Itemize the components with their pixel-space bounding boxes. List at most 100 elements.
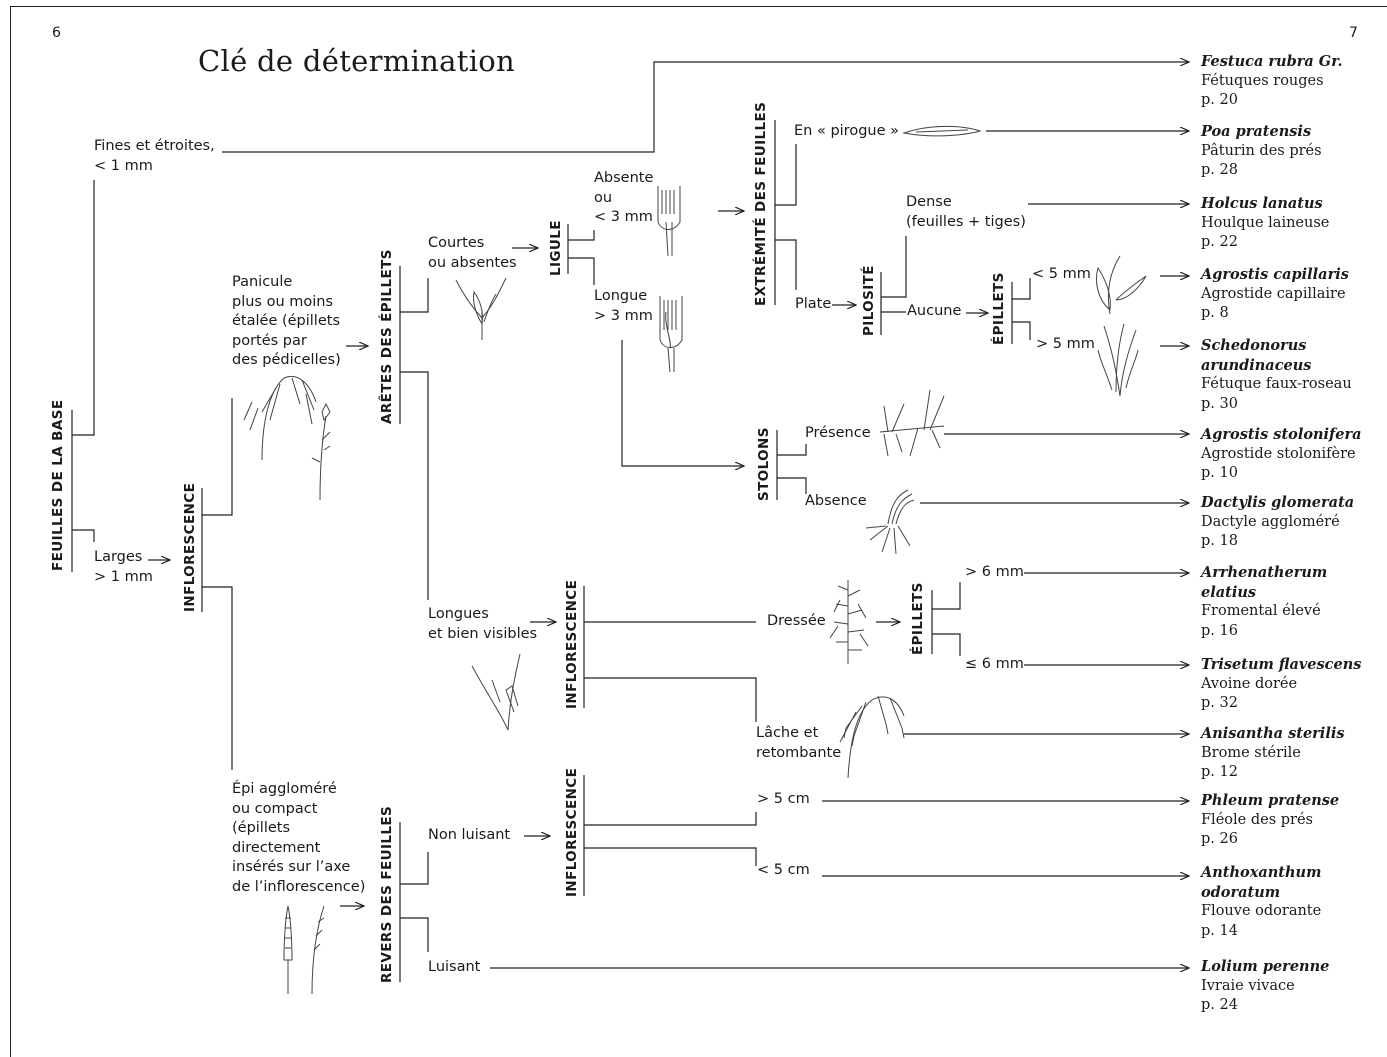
branch-fines: Fines et étroites, < 1 mm: [94, 137, 215, 176]
branch-larges: Larges > 1 mm: [94, 548, 153, 587]
branch-epi-line-6: de l’inflorescence): [232, 878, 366, 895]
species-latin-2: elatius: [1201, 583, 1257, 601]
ligule-long-icon: [659, 296, 683, 373]
branch-luisant: Luisant: [428, 959, 481, 975]
branch-panicule-line-3: étalée (épillets: [232, 313, 340, 329]
species-page: p. 14: [1201, 922, 1238, 939]
branch-larges-line-2: > 1 mm: [94, 568, 153, 585]
leaf-tip-icon: [902, 125, 982, 137]
branch-longues-line-2: et bien visibles: [428, 625, 538, 642]
branch-longue-line-2: > 3 mm: [594, 307, 653, 324]
species-common: Fétuques rouges: [1201, 72, 1324, 89]
branch-epi-line-3: (épillets: [232, 820, 291, 836]
branch-lt5mm: < 5 mm: [1032, 266, 1091, 282]
branch-gt6mm: > 6 mm: [965, 564, 1024, 580]
branch-le6mm: ≤ 6 mm: [965, 656, 1024, 672]
spike-icon: [283, 905, 325, 995]
species-latin: Trisetum flavescens: [1201, 656, 1362, 673]
species-common: Agrostide stolonifère: [1201, 445, 1356, 462]
species-agrostis-capillaris: Agrostis capillaris Agrostide capillaire…: [1201, 265, 1349, 324]
branch-absente-line-2: ou: [594, 189, 613, 206]
branch-lache: Lâche et retombante: [756, 724, 841, 763]
branch-plate: Plate: [795, 296, 832, 312]
branch-panicule: Panicule plus ou moins étalée (épillets …: [232, 273, 341, 371]
species-page: p. 26: [1201, 831, 1238, 847]
branch-pirogue: En « pirogue »: [794, 123, 899, 139]
criterion-revers: REVERS DES FEUILLES: [379, 805, 395, 983]
branch-dense: Dense (feuilles + tiges): [906, 193, 1026, 232]
criterion-epillets-2: ÉPILLETS: [910, 582, 926, 655]
right-page-number: 7: [1349, 25, 1358, 41]
branch-fines-line-1: Fines et étroites,: [94, 138, 215, 154]
species-common: Avoine dorée: [1201, 675, 1298, 692]
criterion-inflorescence: INFLORESCENCE: [182, 482, 198, 612]
species-common: Agrostide capillaire: [1201, 285, 1346, 302]
branch-courtes: Courtes ou absentes: [428, 234, 517, 273]
species-latin: Schedonorus: [1201, 337, 1307, 354]
criterion-inflorescence-2: INFLORESCENCE: [564, 579, 580, 709]
species-latin: Lolium perenne: [1201, 958, 1330, 975]
species-agrostis-stolonifera: Agrostis stolonifera Agrostide stolonifè…: [1201, 425, 1362, 484]
species-common: Pâturin des prés: [1201, 142, 1322, 159]
branch-absence: Absence: [805, 493, 867, 509]
species-latin: Anisantha sterilis: [1201, 725, 1345, 742]
species-page: p. 18: [1201, 533, 1238, 549]
page-title: Clé de détermination: [198, 44, 515, 78]
branch-epi-line-1: Épi aggloméré: [232, 781, 337, 797]
branch-dressee: Dressée: [767, 613, 826, 629]
branch-gt5cm: > 5 cm: [757, 791, 810, 807]
dense-panicle-icon: [829, 580, 869, 664]
criterion-aretes: ARÊTES DES ÉPILLETS: [379, 249, 395, 424]
branch-lt5cm: < 5 cm: [757, 862, 810, 878]
species-common: Dactyle aggloméré: [1201, 513, 1340, 530]
branch-courtes-line-1: Courtes: [428, 235, 485, 251]
species-latin: Anthoxanthum: [1201, 864, 1322, 881]
species-latin: Arrhenatherum: [1201, 564, 1328, 581]
branch-panicule-line-1: Panicule: [232, 274, 293, 290]
branch-epi-line-5: insérés sur l’axe: [232, 859, 351, 875]
branch-lache-line-2: retombante: [756, 744, 842, 761]
species-page: p. 10: [1201, 465, 1238, 481]
drooping-panicle-icon: [839, 695, 905, 779]
species-common: Houlque laineuse: [1201, 214, 1330, 231]
species-latin: Phleum pratense: [1201, 792, 1340, 809]
page-frame: [10, 6, 1387, 1057]
ligule-short-icon: [657, 186, 681, 257]
species-page: p. 22: [1201, 234, 1238, 250]
species-page: p. 12: [1201, 764, 1238, 780]
criterion-feuilles-base: FEUILLES DE LA BASE: [50, 399, 66, 571]
species-latin: Agrostis stolonifera: [1201, 426, 1362, 443]
branch-lache-line-1: Lâche et: [756, 725, 819, 741]
branch-panicule-line-4: portés par: [232, 332, 307, 349]
criterion-stolons: STOLONS: [756, 427, 772, 501]
leaf-small-icon: [1096, 255, 1147, 315]
species-page: p. 30: [1201, 395, 1238, 412]
branch-epi: Épi aggloméré ou compact (épillets direc…: [232, 780, 365, 897]
species-page: p. 32: [1201, 695, 1238, 711]
species-page: p. 20: [1201, 92, 1238, 108]
species-anisantha-sterilis: Anisantha sterilis Brome stérile p. 12: [1201, 724, 1345, 783]
species-page: p. 16: [1201, 622, 1238, 639]
species-latin-2: arundinaceus: [1201, 356, 1312, 374]
branch-presence: Présence: [805, 425, 871, 441]
species-common: Fétuque faux-roseau: [1201, 376, 1352, 392]
species-common: Ivraie vivace: [1201, 977, 1295, 994]
species-poa-pratensis: Poa pratensis Pâturin des prés p. 28: [1201, 122, 1322, 181]
species-page: p. 8: [1201, 305, 1229, 321]
species-latin: Festuca rubra Gr.: [1201, 53, 1343, 70]
branch-longue-line-1: Longue: [594, 288, 648, 304]
species-latin-2: odoratum: [1201, 883, 1281, 901]
tall-tuft-icon: [1097, 323, 1139, 397]
species-phleum-pratense: Phleum pratense Fléole des prés p. 26: [1201, 791, 1339, 850]
species-lolium-perenne: Lolium perenne Ivraie vivace p. 24: [1201, 957, 1329, 1016]
species-latin: Poa pratensis: [1201, 123, 1312, 140]
branch-aucune: Aucune: [907, 303, 962, 319]
criterion-inflorescence-3: INFLORESCENCE: [564, 767, 580, 897]
panicle-icon: [243, 376, 331, 501]
branch-non-luisant: Non luisant: [428, 827, 511, 843]
species-common: Fléole des prés: [1201, 811, 1313, 828]
species-dactylis-glomerata: Dactylis glomerata Dactyle aggloméré p. …: [1201, 493, 1354, 552]
species-common: Fromental élevé: [1201, 603, 1321, 619]
species-common: Brome stérile: [1201, 744, 1301, 761]
grass-blade-icon: [471, 653, 521, 731]
